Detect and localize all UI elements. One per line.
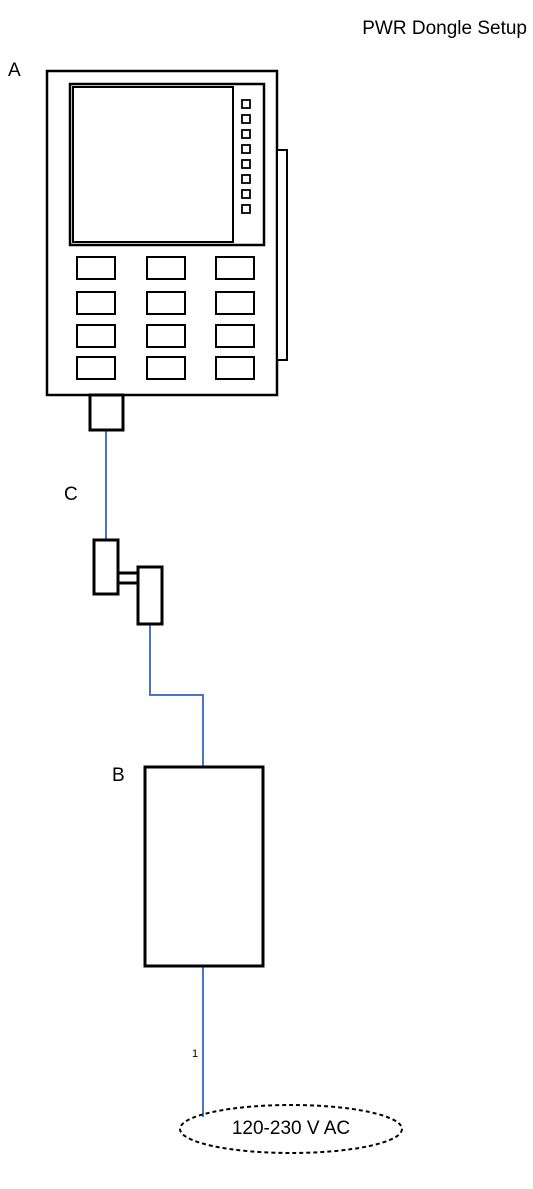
power-supply-b xyxy=(143,765,265,968)
diagram-title: PWR Dongle Setup xyxy=(362,18,527,39)
cables xyxy=(105,430,204,1117)
device-keypad xyxy=(76,256,255,380)
device-indicator-leds xyxy=(241,99,251,214)
device-connector xyxy=(88,393,125,432)
cable-dongle-to-supply xyxy=(149,624,204,767)
dongle-c xyxy=(92,538,164,626)
dongle-plug-right xyxy=(136,565,164,626)
cable-number-marker: 1 xyxy=(192,1048,199,1060)
dongle-bridge xyxy=(116,571,140,585)
device-a xyxy=(45,69,288,432)
power-source-label: 120-230 V AC xyxy=(231,1118,351,1139)
dongle-plug-left xyxy=(92,538,120,596)
mains-ellipse xyxy=(179,1104,403,1154)
power-supply-label: B xyxy=(112,765,125,786)
device-label: A xyxy=(8,60,21,81)
cable-label: C xyxy=(64,484,78,505)
device-screen xyxy=(72,86,234,243)
device-side-handle xyxy=(276,149,288,361)
